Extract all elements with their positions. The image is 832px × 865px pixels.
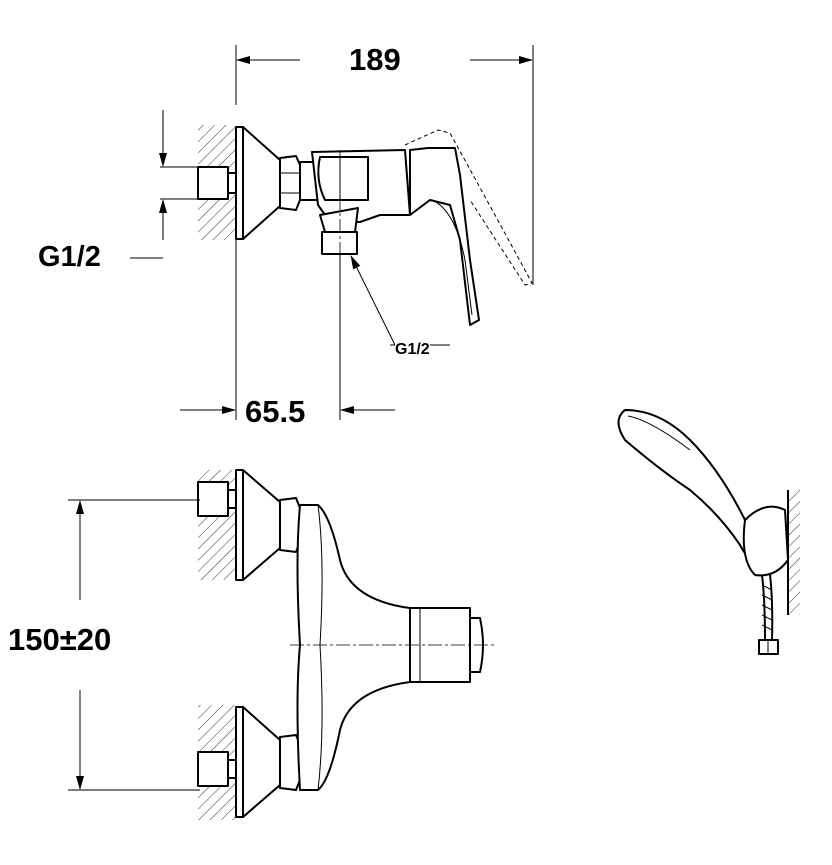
wall-hatch-shower xyxy=(788,490,800,615)
inlet-thread-label: G1/2 xyxy=(38,241,101,273)
overall-length-label: 189 xyxy=(346,44,404,75)
lever-open-position xyxy=(404,129,533,286)
dimension-outlet-thread xyxy=(350,255,450,346)
dimension-overall-length xyxy=(235,45,534,285)
lever-handle xyxy=(409,147,480,326)
nut xyxy=(279,155,301,211)
dimension-inlet-thread xyxy=(130,110,198,259)
front-view-mixer xyxy=(197,469,495,820)
inlet-stub xyxy=(197,166,229,200)
valve-body xyxy=(311,149,411,223)
mixer-body xyxy=(296,504,411,791)
outlet-connector xyxy=(321,231,358,255)
hand-shower xyxy=(617,409,800,655)
side-view-mixer xyxy=(197,125,533,326)
escutcheon-flange xyxy=(235,126,244,240)
escutcheon-cone xyxy=(242,126,281,240)
dimension-outlet-offset xyxy=(180,240,395,420)
hose xyxy=(761,574,766,641)
inlet-spacing-label: 150±20 xyxy=(8,622,112,657)
wall-bracket xyxy=(742,505,789,577)
outlet-offset-label: 65.5 xyxy=(243,394,308,429)
outlet-thread-label: G1/2 xyxy=(395,341,430,358)
dimension-inlet-spacing xyxy=(68,499,200,791)
